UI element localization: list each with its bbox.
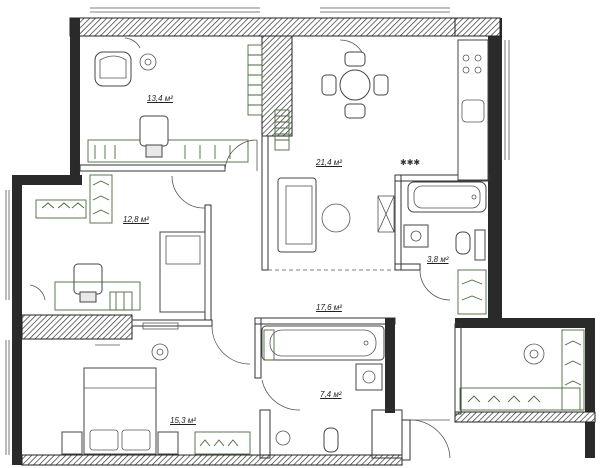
svg-text:✱✱✱: ✱✱✱ [400, 158, 420, 167]
bathroom-small-fixtures [403, 181, 487, 261]
bathroom-large-fixtures [261, 325, 385, 453]
bedroom-bottom-furniture [61, 344, 251, 455]
hallway-fixtures [142, 269, 585, 411]
area-label-bedroom-top: 13,4 м² [147, 94, 173, 103]
interior-walls [21, 35, 491, 459]
bedroom-top-furniture [87, 51, 249, 163]
area-label-bedroom-bottom: 15,3 м² [170, 416, 196, 425]
living-kitchen-furniture: ✱✱✱ [247, 39, 489, 253]
exterior-walls [5, 7, 596, 466]
area-label-bathroom-small: 3,8 м² [427, 255, 449, 264]
area-label-bedroom-middle: 12,8 м² [123, 215, 149, 224]
bedroom-middle-furniture [35, 174, 206, 313]
area-label-bathroom-large: 7,4 м² [320, 390, 342, 399]
area-label-hallway: 17,6 м² [316, 303, 342, 312]
entry [401, 419, 411, 461]
area-label-living-kitchen: 21,4 м² [316, 158, 342, 167]
